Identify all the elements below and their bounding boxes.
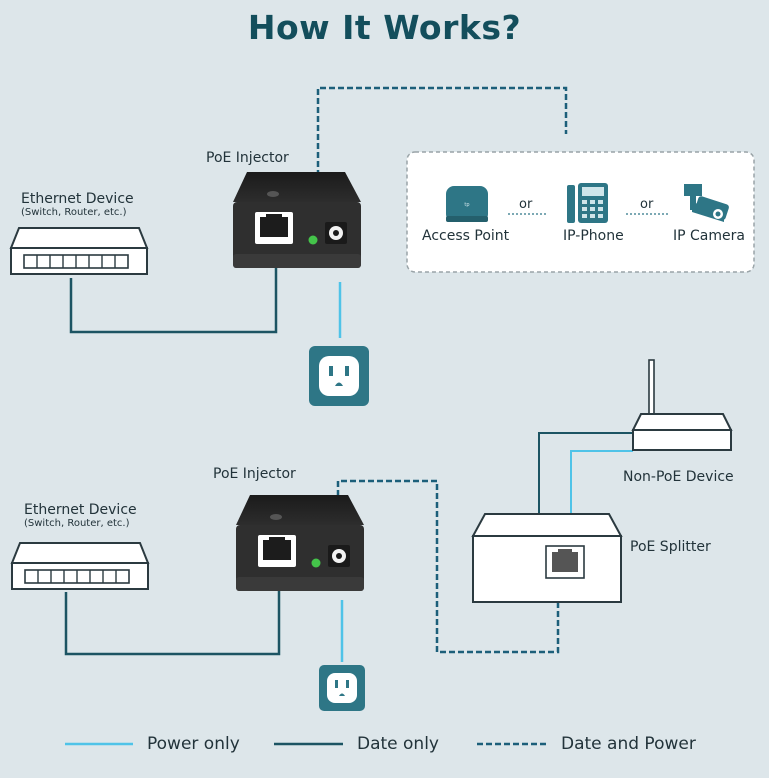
- legend-data-label: Date only: [357, 734, 439, 754]
- bottom-data-power-line: [336, 479, 560, 654]
- top-poe-injector-icon: [233, 172, 361, 268]
- non-poe-device-icon: [631, 359, 733, 451]
- top-data-line: [69, 266, 278, 334]
- ip-phone-icon: [567, 183, 608, 223]
- splitter-data-line: [538, 432, 633, 514]
- top-ethernet-device-note: (Switch, Router, etc.): [21, 207, 127, 218]
- poe-splitter-icon: [471, 513, 623, 603]
- bottom-ethernet-device-note: (Switch, Router, etc.): [24, 518, 130, 529]
- legend-data-power-label: Date and Power: [561, 734, 696, 754]
- bottom-data-line: [64, 590, 281, 656]
- legend-power-label: Power only: [147, 734, 240, 754]
- top-ethernet-device-icon: [9, 227, 149, 275]
- or-text-1: or: [519, 197, 533, 212]
- bottom-ethernet-device-label: Ethernet Device: [24, 502, 137, 518]
- bottom-ethernet-device-icon: [10, 542, 150, 590]
- bottom-power-outlet-icon: [319, 665, 365, 711]
- or-text-2: or: [640, 197, 654, 212]
- poe-splitter-label: PoE Splitter: [630, 539, 711, 555]
- top-data-power-line: [316, 86, 568, 176]
- svg-text:tp: tp: [464, 202, 469, 208]
- access-point-label: Access Point: [422, 228, 510, 244]
- bottom-injector-label: PoE Injector: [213, 466, 296, 482]
- non-poe-device-label: Non-PoE Device: [623, 469, 734, 485]
- top-injector-label: PoE Injector: [206, 150, 289, 166]
- page-title: How It Works?: [247, 8, 522, 47]
- access-point-icon: tp: [446, 186, 488, 222]
- ip-phone-label: IP-Phone: [563, 228, 624, 244]
- top-power-outlet-icon: [309, 346, 369, 406]
- ip-camera-icon: [684, 184, 729, 222]
- bottom-poe-injector-icon: [236, 495, 364, 591]
- splitter-power-line: [570, 450, 633, 514]
- ip-camera-label: IP Camera: [673, 228, 745, 244]
- top-ethernet-device-label: Ethernet Device: [21, 191, 134, 207]
